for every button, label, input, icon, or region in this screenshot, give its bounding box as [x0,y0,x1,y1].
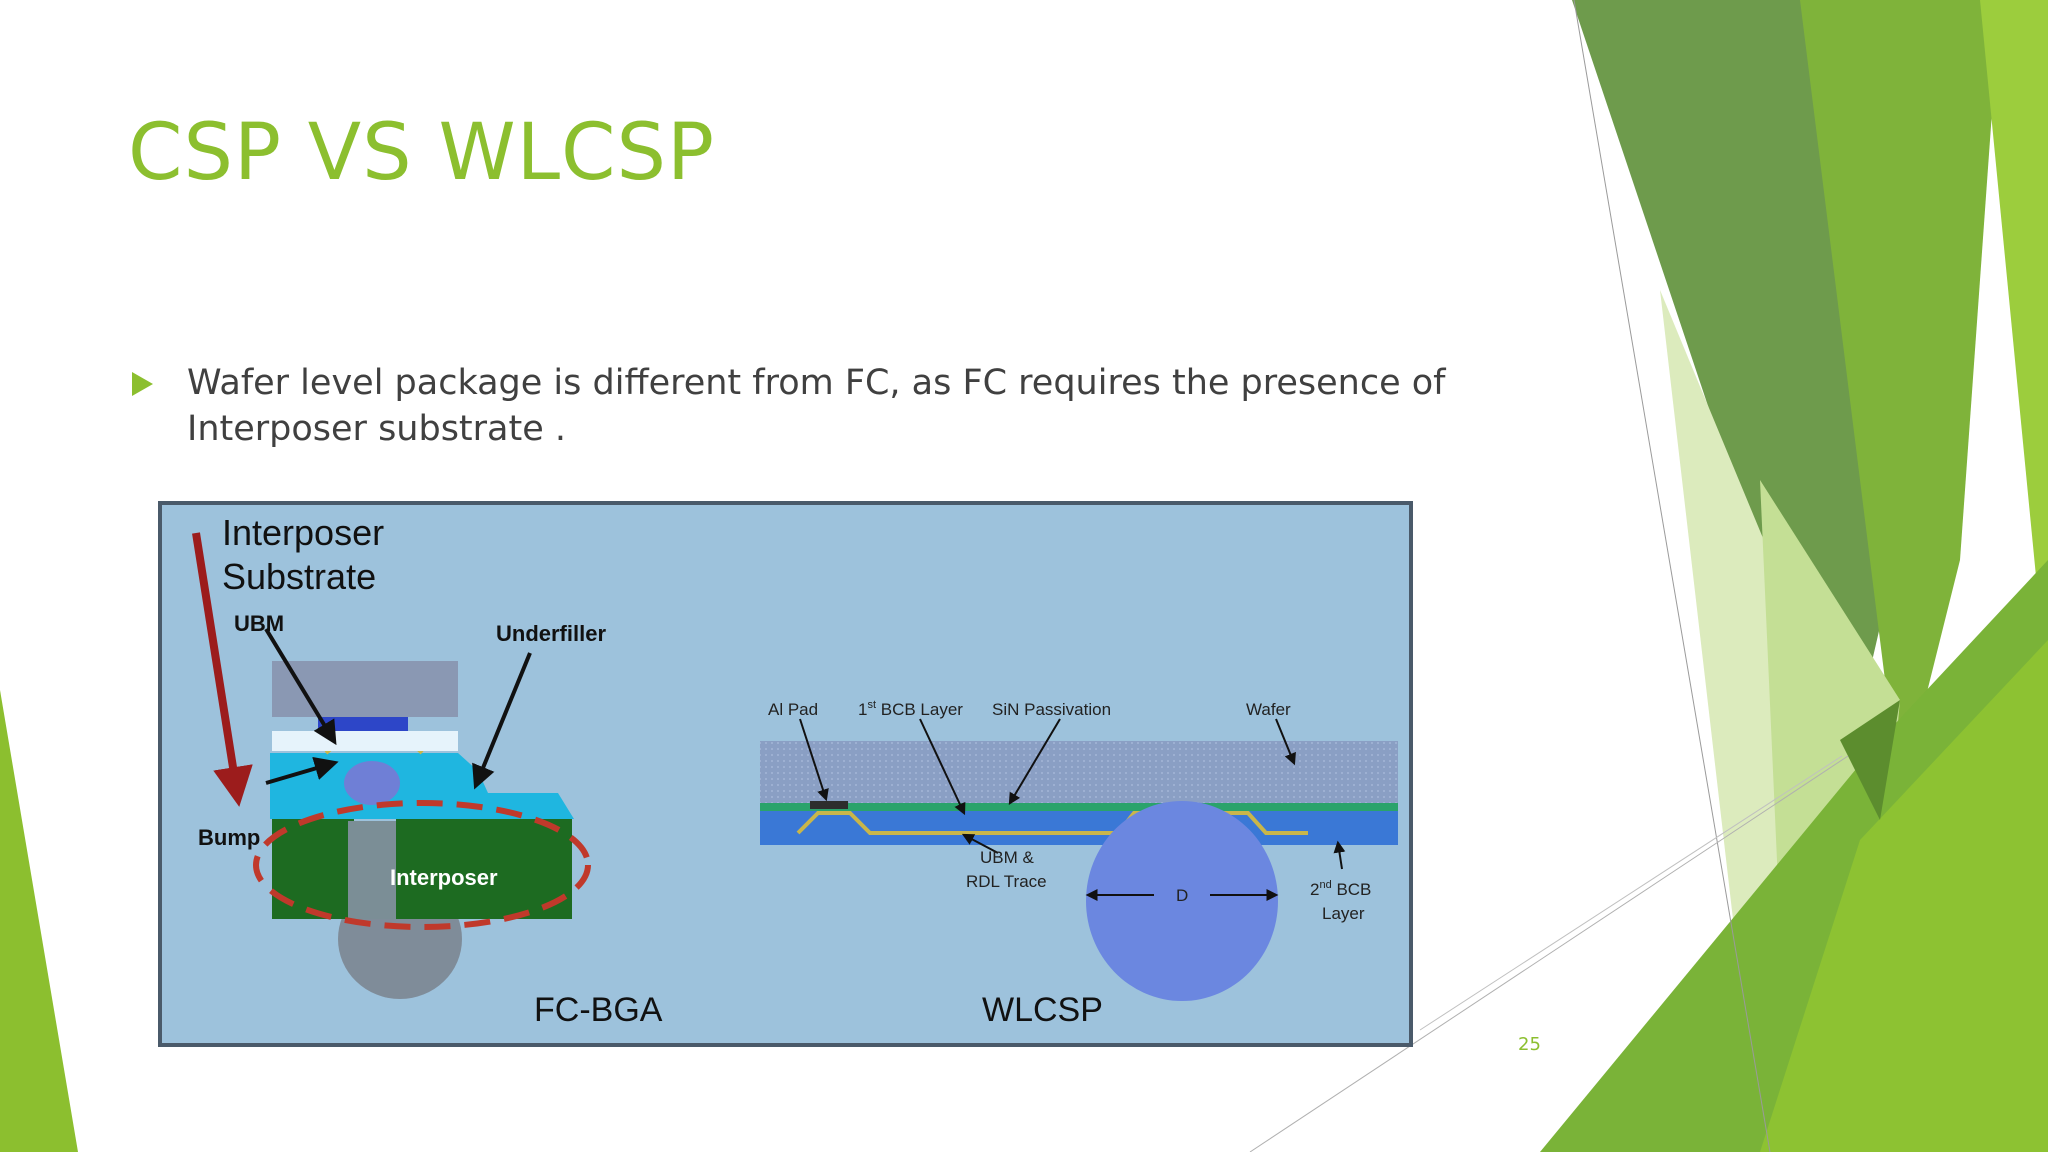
wlcsp-caption: WLCSP [982,991,1103,1029]
wafer-label: Wafer [1246,700,1291,719]
bump-arrow [265,756,339,785]
diameter-label: D [1176,886,1188,905]
interposer-label: Interposer [390,865,498,890]
fc-bga-caption: FC-BGA [534,991,663,1029]
ubm-arrow [264,627,337,746]
underfill [270,753,574,819]
wafer-arrow [1275,718,1296,766]
interposer-substrate-label-line2: Substrate [222,556,376,597]
package-comparison-figure: Interposer Substrate UBM Underfiller Bum… [158,501,1413,1047]
deco-left-sliver [0,690,78,1152]
sin-passivation-layer [760,803,1398,811]
deco-right-strip [1980,0,2048,700]
bcb1-arrow [919,718,966,816]
underfiller-arrow [472,652,532,790]
bcb2-label-line2: Layer [1322,904,1365,923]
slide-title: CSP VS WLCSP [128,108,716,198]
al-pad [810,801,848,809]
ubm-layer [318,717,408,731]
wafer-layer [760,741,1398,803]
ubm-rdl-arrow [961,833,999,854]
interposer-board-left [272,819,354,919]
ubm-rdl-label-line2: RDL Trace [966,872,1047,891]
wlcsp-drawing [760,741,1398,1001]
al-pad-label: Al Pad [768,700,818,719]
wlcsp-solder-ball [1086,801,1278,1001]
interposer-substrate-label-line1: Interposer [222,512,384,553]
deco-thin-line-1 [1573,0,1771,1152]
slide-number: 25 [1518,1034,1541,1055]
figure-svg: Interposer Substrate UBM Underfiller Bum… [158,501,1413,1047]
ubm-rdl-label-line1: UBM & [980,848,1035,867]
substrate-block [272,661,458,717]
bcb2-label-line1: 2nd BCB [1310,879,1371,899]
bcb2-arrow [1333,840,1346,870]
bump-ball [344,761,400,805]
interposer-highlight-ellipse [253,800,591,930]
deco-dark-accent [1840,700,1900,820]
sin-passivation-label: SiN Passivation [992,700,1111,719]
interposer-substrate-pointer [192,532,253,807]
bump-label: Bump [198,825,260,850]
bcb1-label: 1st BCB Layer [858,699,963,719]
al-pad-arrow [799,718,829,802]
bullet-text: Wafer level package is different from FC… [187,363,1446,449]
interposer-board [396,819,572,919]
deco-mid-green [1800,0,2000,800]
ubm-label: UBM [234,611,284,636]
underfiller-label: Underfiller [496,621,606,646]
sin-arrow [1008,718,1061,806]
deco-bright-lower [1760,640,2048,1152]
deco-thin-line-3 [1419,755,1843,1031]
interposer-core [348,821,396,919]
underfill-white-gap [272,731,458,751]
deco-thin-line-2 [1249,755,1849,1152]
triangle-right-icon [132,372,153,396]
